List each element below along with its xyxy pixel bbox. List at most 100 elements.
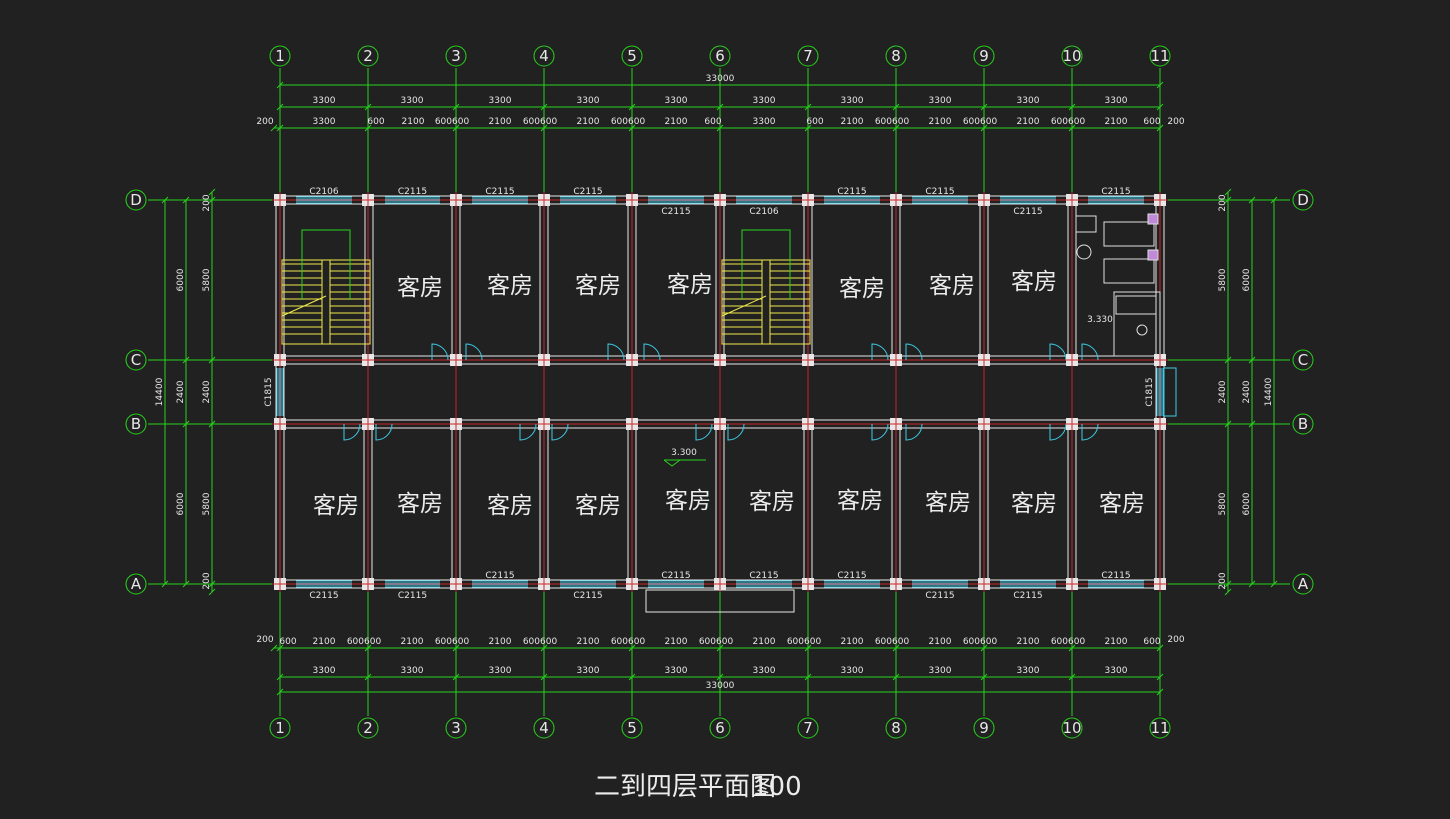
dim-detail-top-tick (452, 124, 460, 132)
room-label-south-6: 客房 (749, 489, 795, 515)
dim-detail-top-text: 3300 (313, 117, 336, 127)
toilet-icon (1136, 324, 1148, 336)
axis-bubble-C (1292, 349, 1314, 371)
axis-label-7: 7 (803, 719, 813, 737)
dim-detail-bottom-tick (452, 644, 460, 652)
axis-label-10: 10 (1062, 47, 1081, 65)
stair-east-outline (721, 259, 811, 345)
axis-bubble-8 (885, 717, 907, 739)
door-north-2 (465, 343, 483, 361)
dim-detail-bottom-tick (276, 644, 284, 652)
dim-axes-left-tick (182, 196, 190, 204)
door-south-6 (727, 423, 745, 441)
door-south-1 (343, 423, 361, 441)
dim-detail-bottom-text: 600600 (1051, 637, 1086, 647)
dim-bays-top-tick (628, 103, 636, 111)
dim-detail-top-text: 600 (806, 117, 823, 127)
dim-detail-top-tick (980, 124, 988, 132)
dim-detail-bottom-text: 600600 (611, 637, 646, 647)
dim-detail-left-text: 2400 (202, 380, 212, 403)
axis-label-8: 8 (891, 719, 901, 737)
axis-bubble-9 (973, 45, 995, 67)
axis-bubble-B (1292, 413, 1314, 435)
dim-bays-bottom-tick (716, 673, 724, 681)
dim-detail-top-text: 2100 (402, 117, 425, 127)
dim-detail-left-tick (208, 588, 216, 596)
dim-bays-top-tick (980, 103, 988, 111)
door-north-8 (1081, 343, 1099, 361)
dim-bays-top-tick (452, 103, 460, 111)
bathtub (1115, 295, 1157, 315)
axis-bubble-11 (1149, 717, 1171, 739)
axis-bubble-10 (1061, 45, 1083, 67)
dim-detail-bottom-text: 600600 (699, 637, 734, 647)
dim-bays-top-tick (892, 103, 900, 111)
dim-detail-top-tick (270, 124, 278, 132)
axis-label-A: A (1298, 575, 1309, 593)
axis-bubble-7 (797, 717, 819, 739)
dim-detail-top-tick (276, 124, 284, 132)
room-label-south-2: 客房 (397, 491, 443, 517)
dim-bays-bottom-text: 3300 (665, 666, 688, 676)
axis-bubble-5 (621, 45, 643, 67)
dim-axes-right-tick (1248, 580, 1256, 588)
dim-detail-bottom-tick (1068, 644, 1076, 652)
dim-detail-right-text: 200 (1218, 194, 1228, 211)
room-label-north-3: 客房 (575, 273, 621, 299)
dim-bays-bottom-tick (1068, 673, 1076, 681)
door-south-7 (871, 423, 889, 441)
dim-detail-bottom-text: 2100 (577, 637, 600, 647)
dim-bays-top-text: 3300 (1105, 96, 1128, 106)
axis-bubble-A (1292, 573, 1314, 595)
room-label-north-6: 客房 (929, 273, 975, 299)
dim-detail-top-text: 600600 (963, 117, 998, 127)
dim-detail-right-text: 5800 (1218, 492, 1228, 515)
bed-1 (1103, 221, 1155, 247)
axis-bubble-A (125, 573, 147, 595)
dim-detail-left-text: 5800 (202, 492, 212, 515)
stair-west-break (281, 295, 327, 317)
window-c2115-south-8-label: C2115 (925, 591, 954, 601)
dim-detail-top-tick (804, 124, 812, 132)
door-north-3 (607, 343, 625, 361)
axis-bubble-11 (1149, 45, 1171, 67)
dim-bays-bottom-tick (540, 673, 548, 681)
stair-east-break (721, 295, 767, 317)
dim-bays-top-tick (364, 103, 372, 111)
dim-detail-bottom-text: 600 (279, 637, 296, 647)
dim-detail-top-text: 2100 (929, 117, 952, 127)
dim-bays-bottom-tick (980, 673, 988, 681)
axis-label-5: 5 (627, 47, 637, 65)
axis-bubble-6 (709, 717, 731, 739)
dim-axes-left-tick (182, 356, 190, 364)
axis-bubble-D (1292, 189, 1314, 211)
dim-axes-right-text: 2400 (1242, 380, 1252, 403)
dim-bays-bottom-text: 3300 (577, 666, 600, 676)
stair-west-handrail (321, 259, 331, 345)
room-label-south-5: 客房 (665, 488, 711, 514)
stair-east-path (741, 229, 791, 300)
window-c2106-north-1-label: C2106 (309, 187, 338, 197)
dim-bays-bottom-tick (628, 673, 636, 681)
axis-bubble-C (125, 349, 147, 371)
dim-detail-right-text: 200 (1218, 572, 1228, 589)
room-label-south-8: 客房 (925, 490, 971, 516)
door-south-5 (695, 423, 713, 441)
stair-west-outline (281, 259, 371, 345)
dim-axes-right-text: 6000 (1242, 268, 1252, 291)
window-c2106-north-6-label: C2106 (749, 207, 778, 217)
axis-bubble-3 (445, 717, 467, 739)
dim-bays-top-tick (540, 103, 548, 111)
door-south-8 (905, 423, 923, 441)
dim-detail-bottom-text: 600 (1143, 637, 1160, 647)
dim-bays-top-text: 3300 (489, 96, 512, 106)
dim-offset-bottom-left: 200 (256, 635, 273, 645)
dim-bays-bottom-tick (804, 673, 812, 681)
dim-bays-bottom-tick (276, 673, 284, 681)
dim-detail-bottom-text: 600600 (435, 637, 470, 647)
window-c2115-south-1-label: C2115 (309, 591, 338, 601)
axis-bubble-5 (621, 717, 643, 739)
window-c1815-east-label: C1815 (1145, 377, 1155, 406)
